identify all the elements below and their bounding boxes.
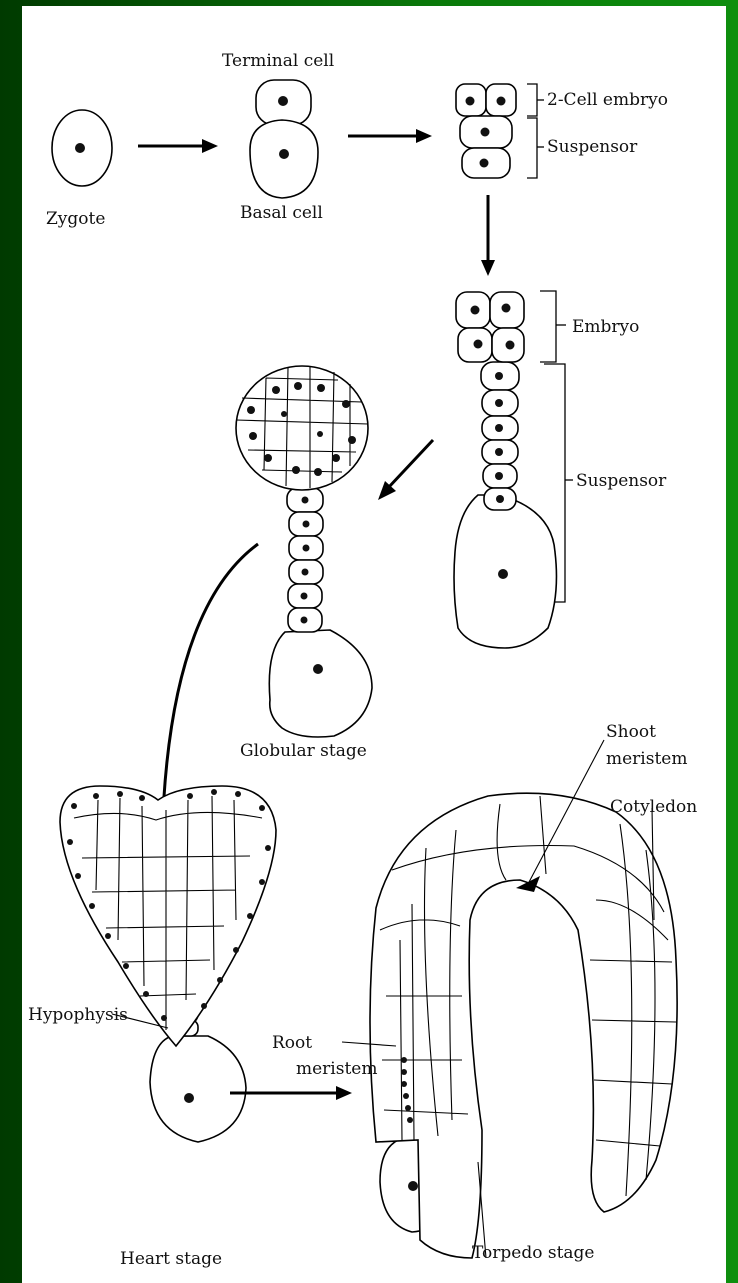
four-cell-embryo: [456, 84, 516, 178]
label-meristem-shoot: meristem: [606, 749, 687, 769]
label-root: Root: [272, 1033, 312, 1053]
label-terminal-cell: Terminal cell: [222, 51, 334, 71]
two-cell-stage: [250, 80, 318, 198]
label-embryo: Embryo: [572, 317, 639, 337]
label-meristem-root: meristem: [296, 1059, 377, 1079]
label-globular-stage: Globular stage: [240, 741, 367, 761]
label-suspensor-top: Suspensor: [547, 137, 638, 157]
zygote: [52, 110, 112, 186]
label-heart-stage: Heart stage: [120, 1249, 222, 1269]
label-shoot: Shoot: [606, 722, 656, 742]
label-two-cell-embryo: 2-Cell embryo: [547, 90, 668, 110]
label-suspensor-mid: Suspensor: [576, 471, 667, 491]
label-torpedo-stage: Torpedo stage: [472, 1243, 594, 1263]
label-cotyledon: Cotyledon: [610, 797, 697, 817]
label-zygote: Zygote: [46, 209, 105, 229]
label-hypophysis: Hypophysis: [28, 1005, 128, 1025]
label-basal-cell: Basal cell: [240, 203, 323, 223]
